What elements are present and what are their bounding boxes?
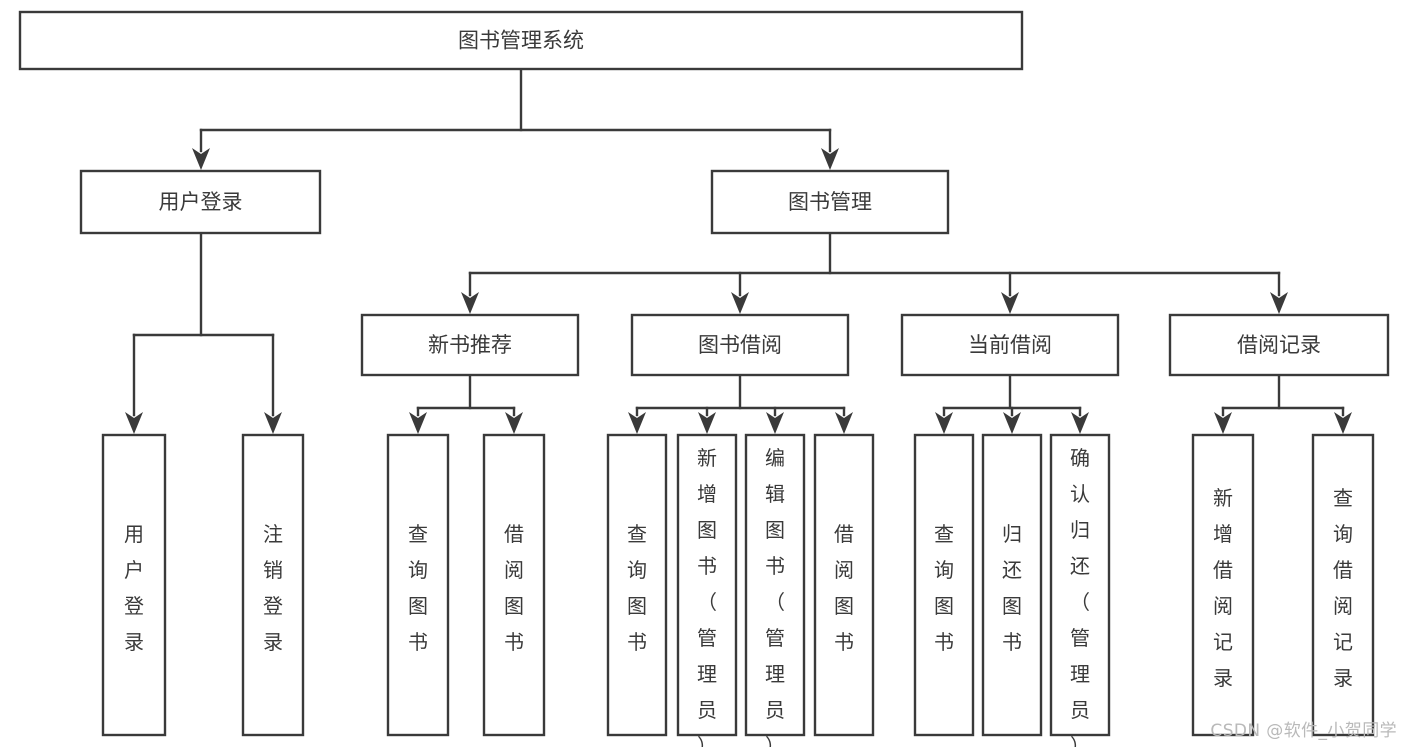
node-leaf-query-book-rec[interactable]: 查询图书 [386,433,450,737]
connector-edge-currentborrow-leaves [935,373,1089,434]
node-user-login[interactable]: 用户登录 [79,169,322,235]
node-label: 当前借阅 [968,333,1052,357]
node-label: 借阅图书 [834,522,854,654]
node-leaf-logout-login[interactable]: 注销登录 [241,433,305,737]
node-label: 编辑图书（管理员） [765,446,785,747]
node-label: 用户登录 [124,522,144,654]
node-label: 注销登录 [263,522,283,654]
node-label: 图书管理系统 [458,29,584,53]
node-label: 借阅记录 [1237,333,1321,357]
node-label: 新增图书（管理员） [697,446,717,747]
node-label: 归还图书 [1002,522,1022,654]
node-leaf-add-borrow-record[interactable]: 新增借阅记录 [1191,433,1255,737]
node-leaf-borrow-book[interactable]: 借阅图书 [813,433,875,737]
node-label: 查询借阅记录 [1333,486,1353,690]
node-label: 用户登录 [159,190,243,214]
node-label: 新增借阅记录 [1213,486,1233,690]
node-label: 图书管理 [788,190,872,214]
node-label: 借阅图书 [504,522,524,654]
node-leaf-user-login[interactable]: 用户登录 [101,433,167,737]
node-book-manage[interactable]: 图书管理 [710,169,950,235]
node-layer: 图书管理系统用户登录图书管理新书推荐图书借阅当前借阅借阅记录用户登录注销登录查询… [18,10,1390,747]
node-leaf-borrow-book-rec[interactable]: 借阅图书 [482,433,546,737]
node-borrow-record[interactable]: 借阅记录 [1168,313,1390,377]
node-label: 新书推荐 [428,333,512,357]
connector-edge-newbook-leaves [409,373,523,434]
node-leaf-query-borrow-record[interactable]: 查询借阅记录 [1311,433,1375,737]
connector-edge-root-level1 [192,67,839,170]
node-leaf-return-book[interactable]: 归还图书 [981,433,1043,737]
node-leaf-confirm-return[interactable]: 确认归还（管理员） [1049,433,1111,747]
node-current-borrow[interactable]: 当前借阅 [900,313,1120,377]
node-leaf-edit-book-admin[interactable]: 编辑图书（管理员） [744,433,806,747]
node-label: 查询图书 [408,522,428,654]
node-book-borrow[interactable]: 图书借阅 [630,313,850,377]
node-label: 图书借阅 [698,333,782,357]
node-label: 查询图书 [627,522,647,654]
node-label: 确认归还（管理员） [1070,446,1090,747]
node-root[interactable]: 图书管理系统 [18,10,1024,71]
node-label: 查询图书 [934,522,954,654]
node-leaf-query-book-borrow[interactable]: 查询图书 [606,433,668,737]
edge-layer [125,67,1352,434]
node-new-book-recommend[interactable]: 新书推荐 [360,313,580,377]
node-leaf-query-book-current[interactable]: 查询图书 [913,433,975,737]
node-leaf-add-book-admin[interactable]: 新增图书（管理员） [676,433,738,747]
connector-edge-bookborrow-leaves [628,373,853,434]
connector-edge-userlogin-leaves [125,231,282,434]
connector-edge-borrowrecord-leaves [1214,373,1352,434]
connector-edge-bookmanage-level2 [461,231,1288,314]
